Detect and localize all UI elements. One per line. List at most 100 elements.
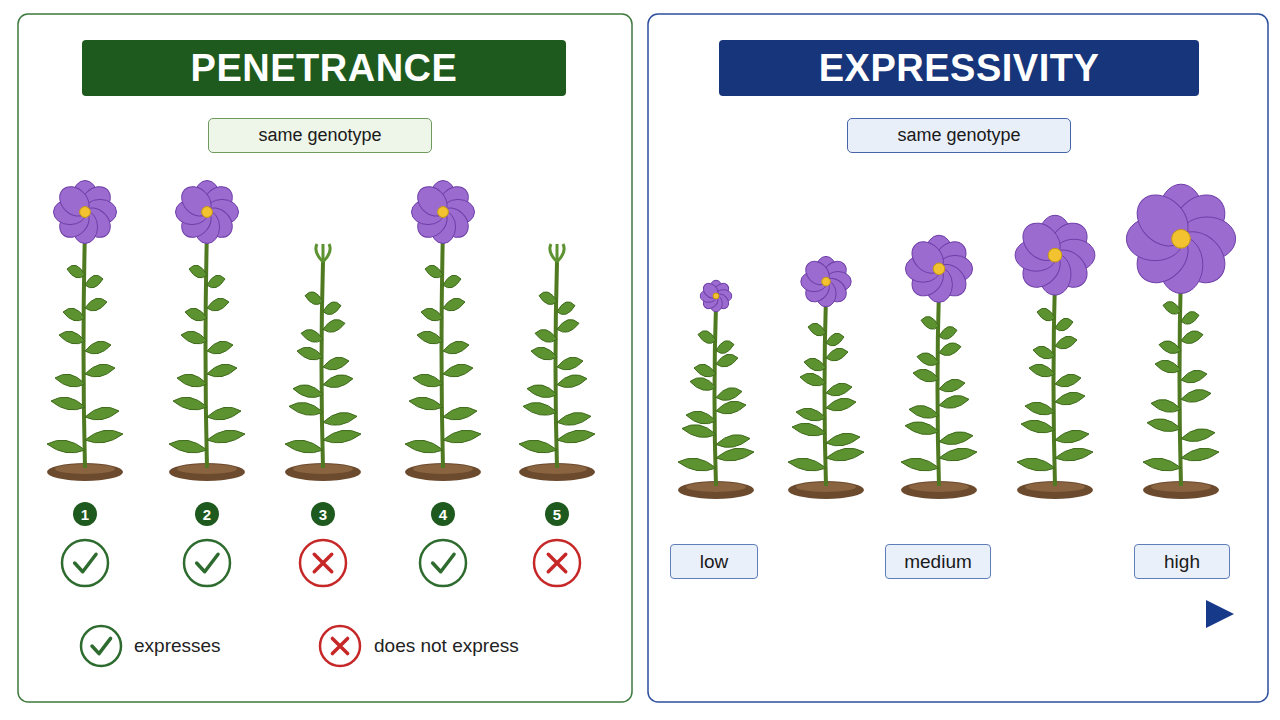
callout-number: 1 xyxy=(73,502,97,526)
leaf xyxy=(305,292,323,305)
leaf xyxy=(85,298,107,311)
cross-circle xyxy=(320,626,360,666)
leaf xyxy=(523,402,557,415)
petal xyxy=(1127,185,1198,256)
leaf xyxy=(686,411,716,424)
leaf xyxy=(207,298,229,311)
leaf xyxy=(417,331,443,344)
leaf xyxy=(443,298,465,311)
leaf xyxy=(285,440,323,453)
expressivity-panel xyxy=(648,14,1268,702)
leaf xyxy=(1181,311,1199,324)
flower-center xyxy=(80,207,91,218)
stem xyxy=(84,230,86,468)
leaf xyxy=(323,412,357,425)
leaf xyxy=(826,398,856,411)
genotype-pill: same genotype xyxy=(847,118,1071,153)
leaf xyxy=(1055,448,1093,461)
flower-center xyxy=(1172,229,1191,248)
leaf xyxy=(788,458,826,471)
leaf xyxy=(293,385,323,398)
check-mark xyxy=(75,554,96,571)
cross-circle xyxy=(534,540,580,586)
leaf xyxy=(59,331,85,344)
leaf xyxy=(443,275,461,288)
leaf xyxy=(698,331,716,344)
node-text: same genotype xyxy=(897,125,1020,146)
leaf xyxy=(1181,429,1215,442)
scale-label: high xyxy=(1134,544,1230,579)
title-bar: EXPRESSIVITY xyxy=(719,40,1199,96)
leaf xyxy=(939,326,957,339)
leaf xyxy=(909,405,939,418)
leaf xyxy=(173,397,207,410)
leaf xyxy=(169,440,207,453)
leaf xyxy=(85,430,123,443)
flower-center xyxy=(933,263,945,275)
check-mark xyxy=(433,554,454,571)
cross-mark xyxy=(332,638,347,653)
stem xyxy=(206,230,208,468)
leaf xyxy=(55,374,85,387)
leaf xyxy=(289,402,323,415)
scale-label: medium xyxy=(885,544,991,579)
leaf xyxy=(413,374,443,387)
stem xyxy=(556,262,558,468)
bud-leaf xyxy=(316,244,323,262)
leaf xyxy=(804,358,826,371)
leaf xyxy=(1181,448,1219,461)
node-text: PENETRANCE xyxy=(191,47,458,90)
leaf xyxy=(716,388,742,401)
petal xyxy=(906,236,950,280)
petal xyxy=(412,181,453,222)
leaf xyxy=(425,265,443,278)
leaf xyxy=(716,448,754,461)
leaf xyxy=(85,341,111,354)
leaf xyxy=(443,341,469,354)
petal xyxy=(54,181,95,222)
leaf xyxy=(1163,301,1181,314)
leaf xyxy=(694,364,716,377)
node-text: same genotype xyxy=(258,125,381,146)
leaf xyxy=(181,331,207,344)
petal xyxy=(801,257,834,290)
legend-text: expresses xyxy=(134,635,221,657)
leaf xyxy=(826,433,860,446)
scale-label: low xyxy=(670,544,758,579)
leaf xyxy=(67,265,85,278)
leaf xyxy=(207,275,225,288)
bud-leaf xyxy=(557,244,564,262)
bud-leaf xyxy=(323,244,330,262)
leaf xyxy=(917,353,939,366)
check-mark xyxy=(197,554,218,571)
stem xyxy=(442,230,444,468)
leaf xyxy=(323,375,353,388)
leaf xyxy=(1055,392,1085,405)
node-text: high xyxy=(1164,551,1200,573)
check-circle xyxy=(184,540,230,586)
genotype-pill: same genotype xyxy=(208,118,432,153)
leaf xyxy=(690,378,716,391)
node-text: 5 xyxy=(553,506,561,523)
leaf xyxy=(63,308,85,321)
leaf xyxy=(1055,336,1077,349)
cross-mark xyxy=(314,554,331,571)
leaf xyxy=(177,374,207,387)
plant xyxy=(47,181,123,482)
title-bar: PENETRANCE xyxy=(82,40,566,96)
leaf xyxy=(207,341,233,354)
leaf xyxy=(85,275,103,288)
leaf xyxy=(409,397,443,410)
node-text: medium xyxy=(904,551,972,573)
leaf xyxy=(207,430,245,443)
leaf xyxy=(557,412,591,425)
leaf xyxy=(323,319,345,332)
leaf xyxy=(557,430,595,443)
leaf xyxy=(539,292,557,305)
node-text: 4 xyxy=(439,506,447,523)
leaf xyxy=(557,375,587,388)
stem xyxy=(1054,278,1056,486)
leaf xyxy=(301,329,323,342)
leaf xyxy=(323,430,361,443)
